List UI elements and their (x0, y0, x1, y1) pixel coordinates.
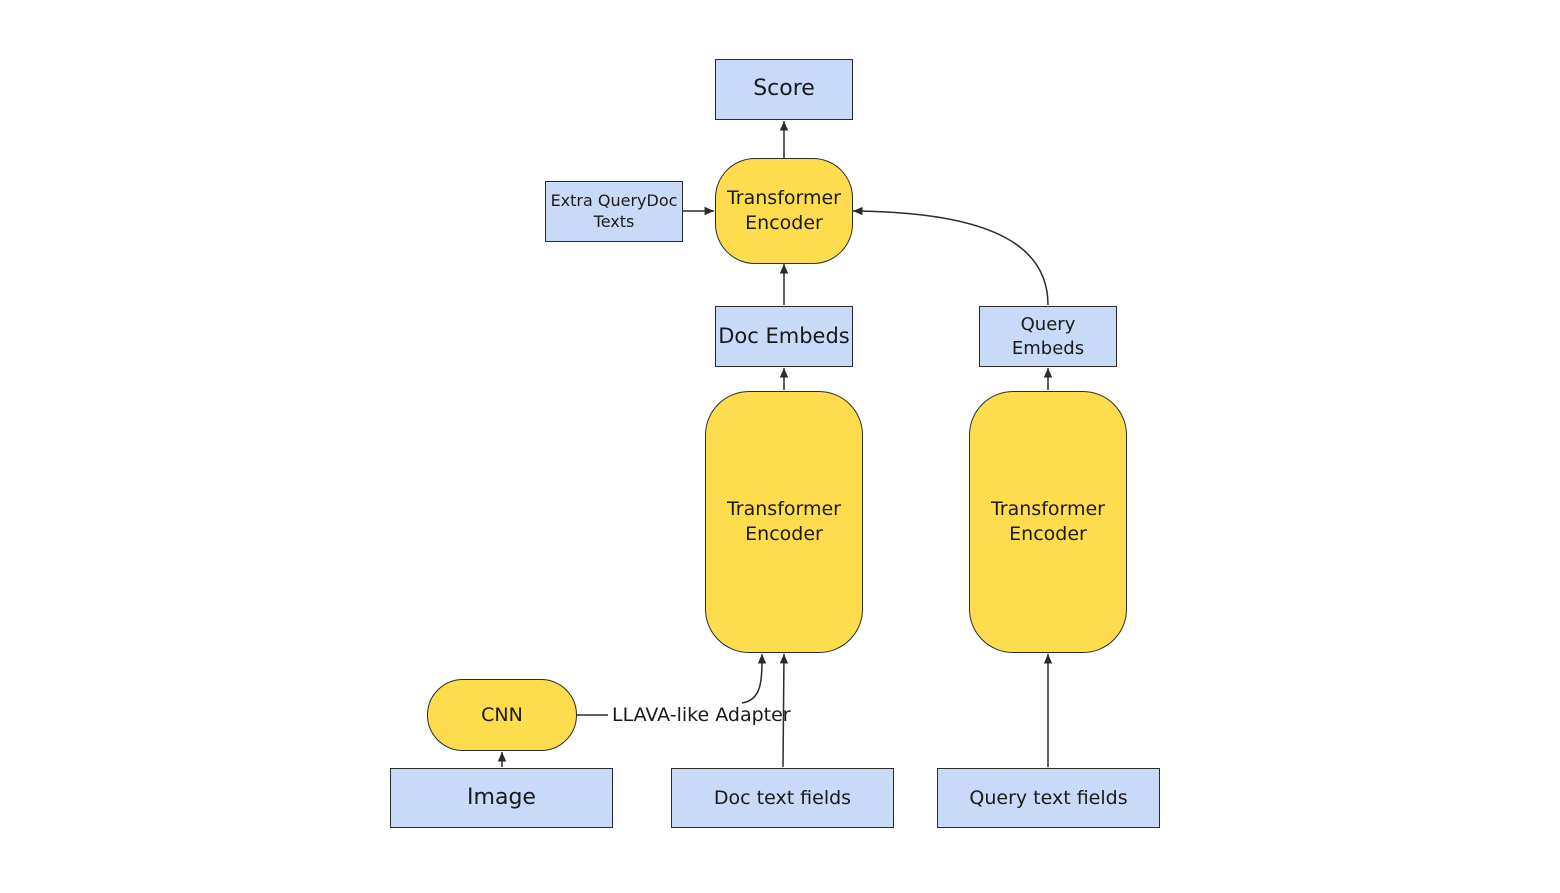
doc-transformer-encoder: Transformer Encoder (705, 391, 863, 653)
doc-embeds-box: Doc Embeds (715, 306, 853, 367)
query-embeds-box: Query Embeds (979, 306, 1117, 367)
top-transformer-encoder: Transformer Encoder (715, 158, 853, 264)
query-text-fields-box: Query text fields (937, 768, 1160, 828)
edge-adapter-to-doc-encoder (741, 653, 767, 704)
edge-query-embeds-to-top-encoder (852, 206, 1049, 306)
cnn-node: CNN (427, 679, 577, 751)
edge-doc-text-to-doc-encoder (779, 653, 789, 768)
llava-adapter-label: LLAVA-like Adapter (612, 704, 791, 726)
query-transformer-encoder: Transformer Encoder (969, 391, 1127, 653)
image-box: Image (390, 768, 613, 828)
extra-querydoc-texts-box: Extra QueryDoc Texts (545, 181, 683, 242)
score-box: Score (715, 59, 853, 120)
doc-text-fields-box: Doc text fields (671, 768, 894, 828)
